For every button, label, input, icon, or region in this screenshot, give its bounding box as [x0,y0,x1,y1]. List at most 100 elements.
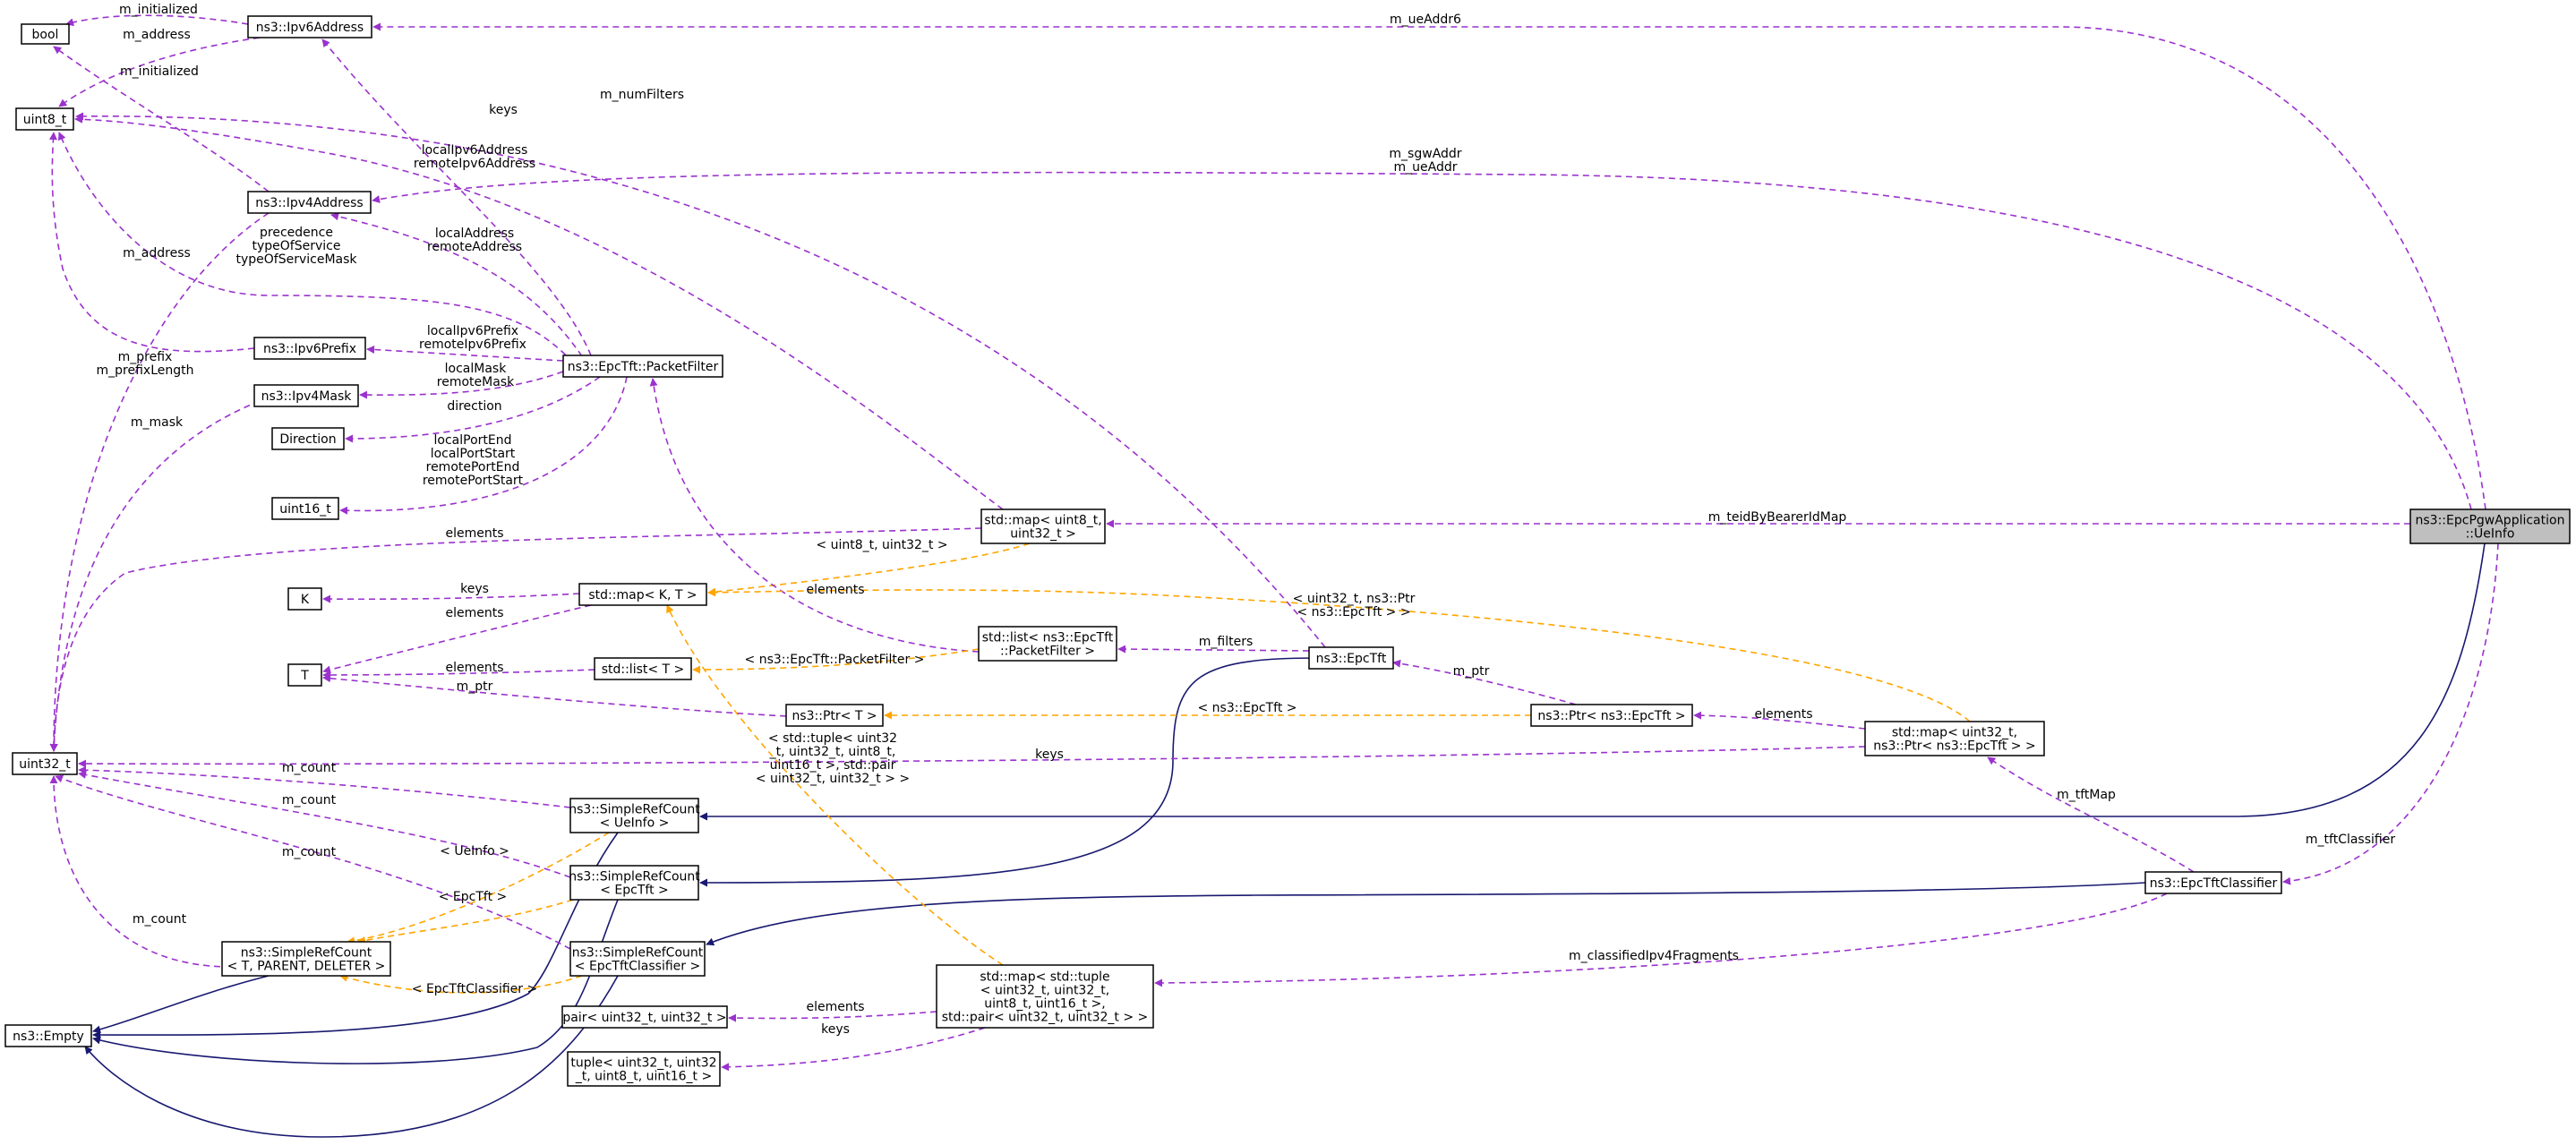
node-srcepctft[interactable]: ns3::SimpleRefCount< EpcTft > [569,865,700,901]
node-label: ns3::Ipv6Address [256,21,364,35]
node-label: bool [32,28,59,42]
edge-label: m_count [282,845,337,859]
node-classifier[interactable]: ns3::EpcTftClassifier [2144,871,2282,894]
node-label: std::map< uint8_t, [984,514,1101,528]
edge-pf_uint16 [339,376,628,515]
edge-srcepctft_uint32 [78,771,571,878]
edge-maptuple_mapKT [666,604,1004,966]
edge-label: < UeInfo > [440,844,509,859]
node-box [569,941,706,977]
node-tuple[interactable]: tuple< uint32_t, uint32_t, uint8_t, uint… [567,1051,721,1087]
edge-label: localIpv6Address [422,143,528,158]
edge-pf_ipv6 [321,38,592,356]
edge-label: _t, uint32_t, uint8_t, [769,745,896,759]
node-t[interactable]: T [287,663,322,687]
node-uint16[interactable]: uint16_t [271,497,339,520]
node-srcueinfo[interactable]: ns3::SimpleRefCount< UeInfo > [569,798,700,833]
edge-label: < ns3::EpcTft > > [1297,605,1410,619]
node-label: tuple< uint32_t, uint32 [570,1056,716,1071]
edge-label: m_ptr [1453,664,1490,679]
node-epctft[interactable]: ns3::EpcTft [1308,646,1394,670]
edge-label: < uint32_t, ns3::Ptr [1293,592,1416,606]
node-packetfilter[interactable]: ns3::EpcTft::PacketFilter [562,355,723,378]
inh-ueinfo-srcueinfo [699,543,2486,821]
node-box [247,191,372,214]
node-box [12,752,78,775]
node-mapTft[interactable]: std::map< uint32_t,ns3::Ptr< ns3::EpcTft… [1864,721,2045,756]
edge-srcgeneric_uint32 [49,775,232,968]
edge-label: m_sgwAddr [1389,147,1461,161]
node-ptrEpcTft[interactable]: ns3::Ptr< ns3::EpcTft > [1530,704,1693,727]
edge-label: remoteAddress [427,240,522,254]
node-box [569,798,699,833]
node-ptrT[interactable]: ns3::Ptr< T > [785,704,884,727]
edge-label: m_ueAddr [1394,160,1458,175]
edge-label: keys [489,103,518,117]
edge-srcclassifier_srcgeneric [339,973,583,994]
node-label: std::list< ns3::EpcTft [982,631,1114,645]
node-label: K [301,593,310,607]
node-ipv4[interactable]: ns3::Ipv4Address [247,191,372,214]
edge-label: m_filters [1199,635,1254,649]
node-srcgeneric[interactable]: ns3::SimpleRefCount< T, PARENT, DELETER … [221,941,391,977]
node-label: T [300,669,309,683]
node-uint32[interactable]: uint32_t [12,752,78,775]
node-bool[interactable]: bool [21,23,70,45]
node-uint8[interactable]: uint8_t [15,107,74,131]
edge-label: m_count [133,912,187,927]
edge-ptrEpcTft_epctft [1392,659,1577,705]
node-mapKT[interactable]: std::map< K, T > [578,583,707,606]
node-box [21,23,70,45]
node-pair[interactable]: pair< uint32_t, uint32_t > [561,1005,728,1029]
edge-mapU8_uint32 [49,527,982,752]
edge-mapKT_k [322,593,580,603]
node-ueinfo[interactable]: ns3::EpcPgwApplication::UeInfo [2409,508,2571,544]
node-ipv4mask[interactable]: ns3::Ipv4Mask [253,384,359,407]
edge-label: m_count [282,793,337,807]
node-mapU8U32[interactable]: std::map< uint8_t,uint32_t > [980,508,1106,544]
edge-pf_ipv4 [330,212,583,357]
node-box [4,1024,92,1047]
node-maptuple[interactable]: std::map< std::tuple< uint32_t, uint32_t… [936,964,1154,1029]
node-label: ns3::Empty [13,1030,84,1044]
node-box [567,1051,721,1087]
node-listT[interactable]: std::list< T > [594,657,692,680]
edge-label: localPortStart [431,447,516,461]
edge-label: m_ptr [457,679,493,694]
edge-label: localIpv6Prefix [427,324,518,338]
node-box [2144,871,2282,894]
node-srcclassifier[interactable]: ns3::SimpleRefCount< EpcTftClassifier > [569,941,706,977]
edge-label: localAddress [435,226,514,241]
node-k[interactable]: K [287,587,322,611]
edge-srcepctft_srcgeneric [357,899,574,944]
node-label: < EpcTftClassifier > [575,960,700,974]
node-ipv6[interactable]: ns3::Ipv6Address [247,15,372,38]
edge-label: m_classifiedIpv4Fragments [1569,949,1739,963]
edge-classifier_mapTft [1987,756,2195,873]
edge-label: elements [445,606,503,620]
edge-maptuple_tuple [721,1027,986,1072]
inh-srcueinfo-empty [92,832,619,1039]
edge-pf_ipv4mask [359,371,564,399]
node-label: std::map< uint32_t, [1892,726,2017,740]
node-empty[interactable]: ns3::Empty [4,1024,92,1047]
edge-pf_ipv6prefix [366,345,564,362]
edge-ipv6_bool [65,14,249,27]
edge-listPF_pf [649,378,980,653]
node-label: Direction [279,432,336,447]
node-label: ns3::SimpleRefCount [569,803,700,817]
node-label: < uint32_t, uint32_t, [980,984,1109,998]
node-ipv6prefix[interactable]: ns3::Ipv6Prefix [253,337,366,360]
node-label: ns3::EpcTft::PacketFilter [568,360,719,374]
node-box [980,508,1106,544]
node-box [247,15,372,38]
edge-label: < std::tuple< uint32 [768,731,897,746]
edge-label: direction [447,399,501,414]
node-direction[interactable]: Direction [271,427,345,450]
edge-label: m_initialized [120,64,199,79]
edge-srcueinfo_srcgeneric [347,832,610,945]
edge-epctft_listPF [1117,645,1310,654]
node-listPF[interactable]: std::list< ns3::EpcTft::PacketFilter > [978,626,1117,662]
edge-label: keys [460,582,489,596]
node-box [287,587,322,611]
